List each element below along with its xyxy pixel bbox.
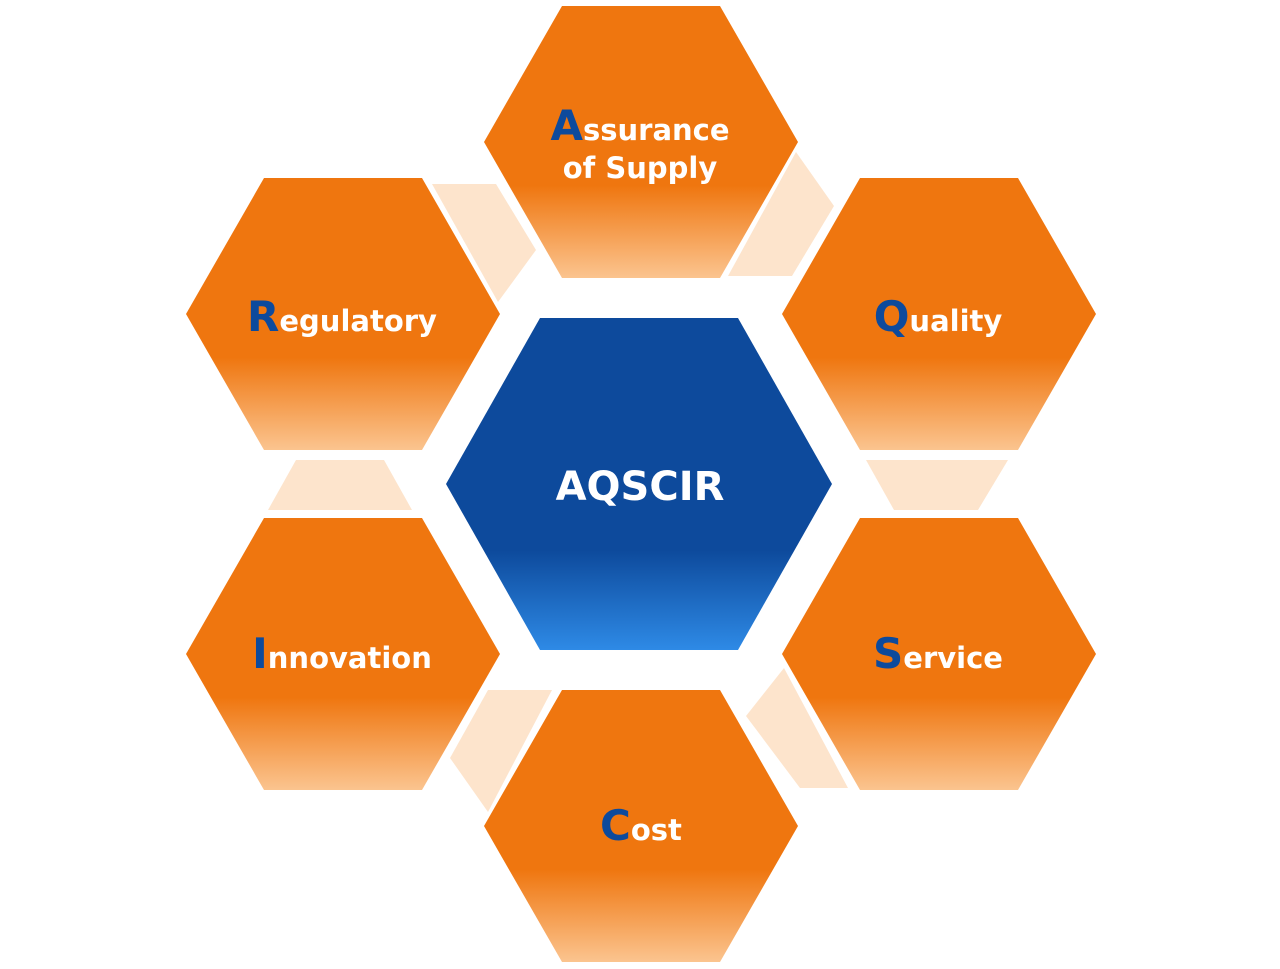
initial-service: S	[873, 629, 903, 678]
hexagon-quality: Quality	[782, 178, 1096, 450]
hexagon-cost-shape	[484, 690, 798, 962]
center-hexagon-shape	[446, 318, 832, 650]
hexagon-assurance: Assurance of Supply	[484, 6, 798, 278]
hexagon-regulatory-shape	[186, 178, 500, 450]
label-regulatory-rest: egulatory	[279, 304, 437, 338]
hexagon-quality-shape	[782, 178, 1096, 450]
initial-regulatory: R	[247, 292, 279, 341]
label-assurance-line-2: of Supply	[563, 151, 718, 185]
connector-regulatory-assurance	[432, 184, 536, 302]
hexagon-service-shape	[782, 518, 1096, 790]
connector-quality-service	[866, 460, 1008, 510]
connector-service-cost	[746, 668, 848, 788]
initial-assurance: A	[550, 101, 583, 150]
hexagon-innovation: Innovation	[186, 518, 500, 790]
label-assurance-line-1: ssurance	[583, 113, 730, 147]
center-hexagon: AQSCIR	[446, 318, 832, 650]
label-service-rest: ervice	[903, 641, 1003, 675]
label-regulatory: Regulatory	[247, 292, 437, 341]
hexagon-assurance-shape	[484, 6, 798, 278]
hexagon-service: Service	[782, 518, 1096, 790]
connector-assurance-quality	[728, 152, 834, 276]
connector-innovation-regulatory	[268, 460, 412, 510]
initial-quality: Q	[874, 292, 910, 341]
connector-strips	[268, 152, 1008, 812]
hexagon-regulatory: Regulatory	[186, 178, 500, 450]
label-quality: Quality	[874, 292, 1003, 341]
label-quality-rest: uality	[909, 304, 1002, 338]
label-service: Service	[873, 629, 1003, 678]
label-innovation: Innovation	[252, 629, 432, 678]
initial-innovation: I	[252, 629, 268, 678]
label-assurance: Assurance	[550, 101, 729, 150]
connector-cost-innovation	[450, 690, 552, 812]
center-label: AQSCIR	[556, 464, 725, 510]
hexagon-innovation-shape	[186, 518, 500, 790]
hexagon-cost: Cost	[484, 690, 798, 962]
initial-cost: C	[600, 801, 631, 850]
label-innovation-rest: nnovation	[268, 641, 432, 675]
label-cost: Cost	[600, 801, 682, 850]
label-cost-rest: ost	[631, 813, 682, 847]
